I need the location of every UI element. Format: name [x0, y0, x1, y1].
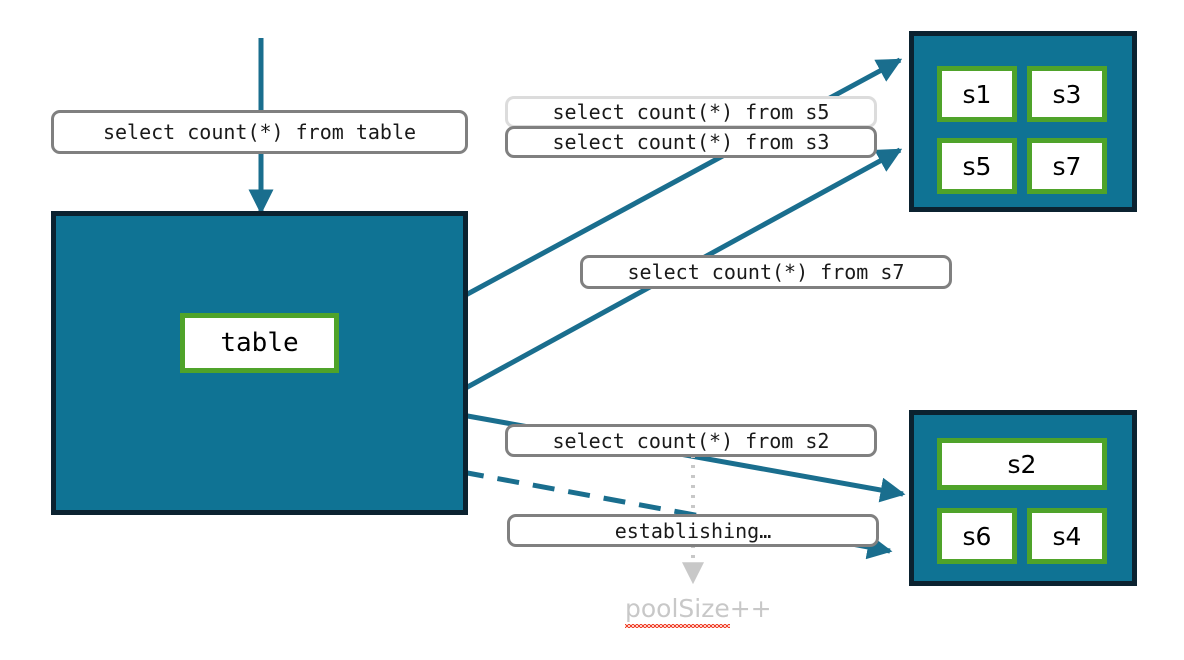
table-cell-label: table — [220, 328, 299, 358]
source-query-label[interactable]: select count(*) from table — [51, 110, 468, 154]
query-label-s2-text: select count(*) from s2 — [552, 428, 830, 453]
pool-cell-s4-label: s4 — [1052, 521, 1082, 551]
query-label-s2[interactable]: select count(*) from s2 — [505, 424, 877, 457]
pool-cell-s1[interactable]: s1 — [937, 66, 1017, 122]
source-query-text: select count(*) from table — [102, 120, 417, 144]
pool-cell-s1-label: s1 — [962, 79, 992, 109]
query-label-s5[interactable]: select count(*) from s5 — [505, 96, 877, 128]
pool-cell-s6-label: s6 — [962, 521, 992, 551]
pool-cell-s2[interactable]: s2 — [937, 438, 1107, 490]
query-label-s3[interactable]: select count(*) from s3 — [505, 126, 877, 158]
poolsize-word: poolSize — [625, 594, 730, 628]
establishing-label[interactable]: establishing… — [507, 514, 879, 547]
query-label-s5-text: select count(*) from s5 — [552, 100, 830, 124]
establishing-label-text: establishing… — [614, 518, 772, 543]
pool-cell-s7[interactable]: s7 — [1027, 138, 1107, 194]
table-cell[interactable]: table — [180, 313, 339, 373]
pool-cell-s7-label: s7 — [1052, 151, 1082, 181]
query-label-s3-text: select count(*) from s3 — [552, 130, 830, 154]
pool-cell-s5-label: s5 — [962, 151, 992, 181]
query-label-s7-text: select count(*) from s7 — [627, 260, 905, 284]
pool-cell-s3-label: s3 — [1052, 79, 1082, 109]
pool-cell-s5[interactable]: s5 — [937, 138, 1017, 194]
pool-cell-s3[interactable]: s3 — [1027, 66, 1107, 122]
pool-cell-s2-label: s2 — [1007, 449, 1037, 479]
poolsize-suffix: ++ — [729, 594, 772, 623]
query-label-s7[interactable]: select count(*) from s7 — [580, 255, 952, 289]
pool-cell-s6[interactable]: s6 — [937, 508, 1017, 564]
pool-cell-s4[interactable]: s4 — [1027, 508, 1107, 564]
poolsize-annotation: poolSize++ — [625, 594, 772, 628]
